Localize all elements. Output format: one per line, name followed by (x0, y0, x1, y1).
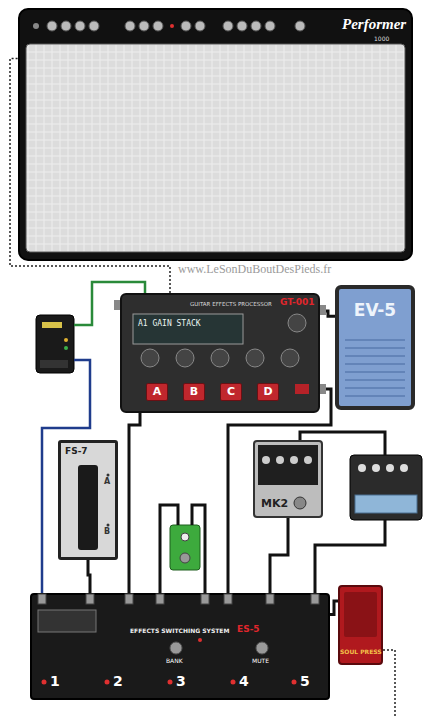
expression-pedal: EV-5 (335, 285, 415, 410)
node-text: 1000 (374, 36, 389, 43)
patch-cable (330, 601, 338, 614)
footswitch-number: 5 (300, 674, 310, 689)
midi-led (64, 346, 68, 350)
node-text: Performer (342, 16, 406, 33)
patch-cable (129, 413, 140, 593)
pedal-knob (400, 464, 408, 472)
watermark: www.LeSonDuBoutDesPieds.fr (178, 263, 331, 276)
footswitch-number: 3 (176, 674, 186, 689)
wah-pedal: SOUL PRESS (338, 585, 383, 665)
display-text: A1 GAIN STACK (138, 320, 201, 329)
switch-label: A (104, 478, 110, 487)
midi-led (64, 338, 68, 342)
guitar-amp: Performer 1000 (18, 8, 413, 261)
patch-cable (315, 520, 385, 594)
pedal-footswitch (180, 553, 190, 563)
node-text: MK2 (261, 498, 288, 510)
mini-pedal (170, 525, 200, 570)
footswitch-number: 1 (50, 674, 60, 689)
midi-box (36, 315, 74, 373)
patch-cable (228, 389, 331, 593)
switch-label: B (104, 528, 110, 537)
processor-jack (320, 384, 326, 394)
node-text: GUITAR EFFECTS PROCESSOR (190, 301, 272, 307)
preset-button: A (146, 383, 168, 401)
node-text: EFFECTS SWITCHING SYSTEM (130, 628, 229, 635)
preset-button: B (183, 383, 205, 401)
multi-pedal-panel (355, 495, 417, 513)
patch-cable (270, 518, 288, 593)
patch-cable (160, 505, 178, 594)
dual-footswitch: FS-7 (58, 440, 118, 560)
patch-cable (192, 505, 205, 594)
midi-box-base (40, 360, 68, 368)
preset-button: D (257, 383, 279, 401)
effects-processor: GUITAR EFFECTS PROCESSOR GT-001A B C D (120, 293, 320, 413)
node-text: FS-7 (65, 447, 88, 457)
patch-cable (320, 311, 335, 316)
node-text: SOUL PRESS (340, 649, 381, 656)
preset-button: C (220, 383, 242, 401)
pedal-knob (372, 464, 380, 472)
pedal-knob (386, 464, 394, 472)
node-text: A (147, 386, 167, 398)
node-text: D (258, 386, 278, 398)
footswitch-number: 4 (239, 674, 249, 689)
processor-jack (320, 305, 326, 315)
node-text: B (184, 386, 204, 398)
switch-label: MUTE (252, 658, 269, 665)
pedal-knob (181, 533, 189, 541)
effect-pedal: MK2 (253, 440, 323, 518)
multi-pedal (350, 455, 422, 520)
node-text: ES-5 (237, 625, 260, 635)
midi-box-panel (42, 322, 62, 328)
node-text: GT-001 (280, 298, 315, 308)
footswitch-number: 2 (113, 674, 123, 689)
node-text: C (221, 386, 241, 398)
pedal-knob (358, 464, 366, 472)
node-text: EV-5 (339, 301, 411, 320)
guitar-cable (383, 650, 395, 717)
switch-label: BANK (166, 658, 183, 665)
patch-cable (88, 560, 90, 593)
